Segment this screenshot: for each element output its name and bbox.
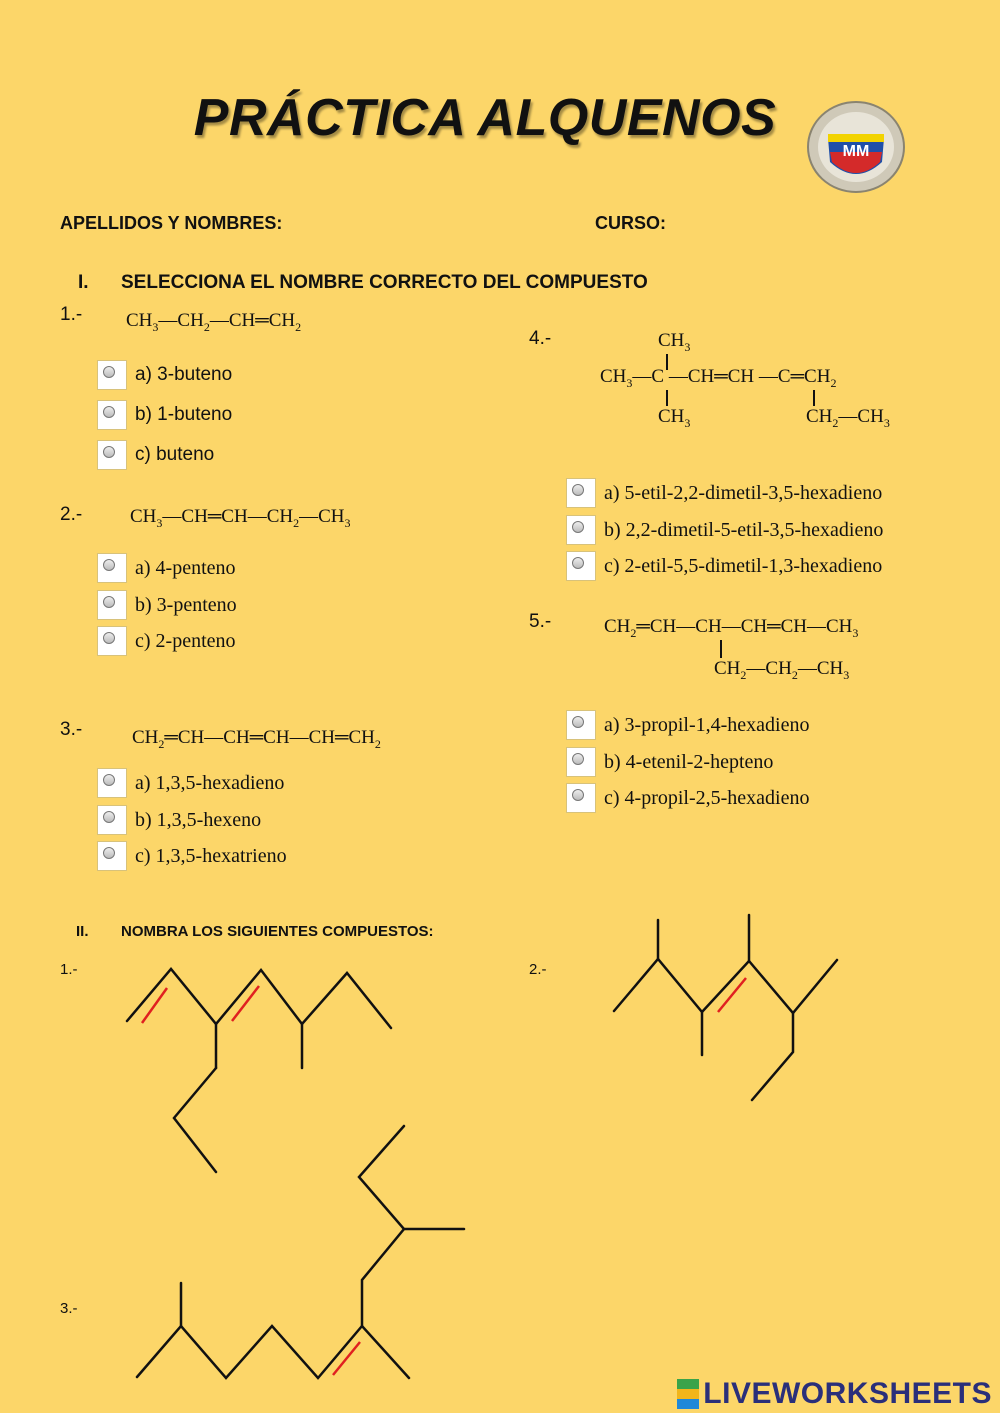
radio-button[interactable] [97,553,127,583]
school-crest-icon: MM [807,101,905,193]
section2-item-1-number: 1.- [60,961,78,978]
question-4-number: 4.- [529,328,552,349]
q5-option-a[interactable]: a) 3-propil-1,4-hexadieno [566,710,809,740]
q5-propyl: CH2—CH2—CH3 [714,658,850,682]
structure-1 [125,967,393,1174]
q2-option-c[interactable]: c) 2-penteno [97,626,236,656]
radio-button[interactable] [97,440,127,470]
q1-formula: CH3—CH2—CH═CH2 [126,310,302,334]
q3-formula: CH2═CH—CH═CH—CH═CH2 [132,727,381,751]
section2-item-2-number: 2.- [529,961,547,978]
q4-main-chain: CH3—C —CH═CH —C═CH2 [600,366,837,390]
radio-button[interactable] [97,360,127,390]
radio-button[interactable] [566,783,596,813]
radio-button[interactable] [566,551,596,581]
radio-button[interactable] [97,768,127,798]
q3-option-a[interactable]: a) 1,3,5-hexadieno [97,768,284,798]
q5-formula: CH2═CH—CH—CH═CH—CH3 CH2—CH2—CH3 [604,614,914,694]
radio-button[interactable] [566,747,596,777]
radio-button[interactable] [97,400,127,430]
question-2-number: 2.- [60,504,83,525]
names-label: APELLIDOS Y NOMBRES: [60,213,283,233]
q4-ch3-top: CH3 [658,330,691,354]
liveworksheets-brand: LIVEWORKSHEETS [677,1377,992,1411]
radio-button[interactable] [97,841,127,871]
structure-3-double-bond [332,1341,361,1376]
q4-option-c[interactable]: c) 2-etil-5,5-dimetil-1,3-hexadieno [566,551,882,581]
section2-heading: NOMBRA LOS SIGUIENTES COMPUESTOS: [121,923,434,940]
q5-option-b[interactable]: b) 4-etenil-2-hepteno [566,747,773,777]
q4-ch3-bottom: CH3 [658,406,691,430]
radio-button[interactable] [566,478,596,508]
section2-number: II. [76,923,89,940]
structure-2 [612,913,839,1102]
course-label: CURSO: [595,213,666,233]
page-title: PRÁCTICA ALQUENOS [193,89,777,147]
q5-option-c[interactable]: c) 4-propil-2,5-hexadieno [566,783,809,813]
radio-button[interactable] [566,515,596,545]
structure-2-double-bond [717,977,747,1013]
q4-formula: CH3 CH3—C —CH═CH —C═CH2 CH3 CH2—CH3 [600,330,910,440]
school-logo: MM [806,100,906,195]
q3-option-b[interactable]: b) 1,3,5-hexeno [97,805,261,835]
question-3-number: 3.- [60,719,83,740]
radio-button[interactable] [97,590,127,620]
q1-option-b[interactable]: b) 1-buteno [97,400,232,430]
question-1-number: 1.- [60,304,83,325]
section2-item-3-number: 3.- [60,1300,78,1317]
structure-1-double-bonds [140,985,260,1024]
q3-option-c[interactable]: c) 1,3,5-hexatrieno [97,841,287,871]
q1-option-a[interactable]: a) 3-buteno [97,360,232,390]
radio-button[interactable] [97,626,127,656]
radio-button[interactable] [97,805,127,835]
q2-formula: CH3—CH═CH—CH2—CH3 [130,506,351,530]
structure-3 [135,1124,466,1380]
question-5-number: 5.- [529,611,552,632]
q2-option-b[interactable]: b) 3-penteno [97,590,237,620]
q4-option-b[interactable]: b) 2,2-dimetil-5-etil-3,5-hexadieno [566,515,883,545]
section1-number: I. [78,272,89,293]
q4-bond-vertical-ethyl [813,390,815,406]
q5-bond-vertical [720,640,722,658]
q4-bond-vertical-top [666,354,668,370]
logo-initials: MM [843,143,870,160]
q4-bond-vertical-bottom [666,390,668,406]
q2-option-a[interactable]: a) 4-penteno [97,553,236,583]
section1-heading: SELECCIONA EL NOMBRE CORRECTO DEL COMPUE… [121,272,648,293]
liveworksheets-logo-icon [677,1379,700,1409]
q4-option-a[interactable]: a) 5-etil-2,2-dimetil-3,5-hexadieno [566,478,882,508]
q1-option-c[interactable]: c) buteno [97,440,214,470]
q4-ethyl: CH2—CH3 [806,406,890,430]
radio-button[interactable] [566,710,596,740]
q5-main-chain: CH2═CH—CH—CH═CH—CH3 [604,616,859,640]
